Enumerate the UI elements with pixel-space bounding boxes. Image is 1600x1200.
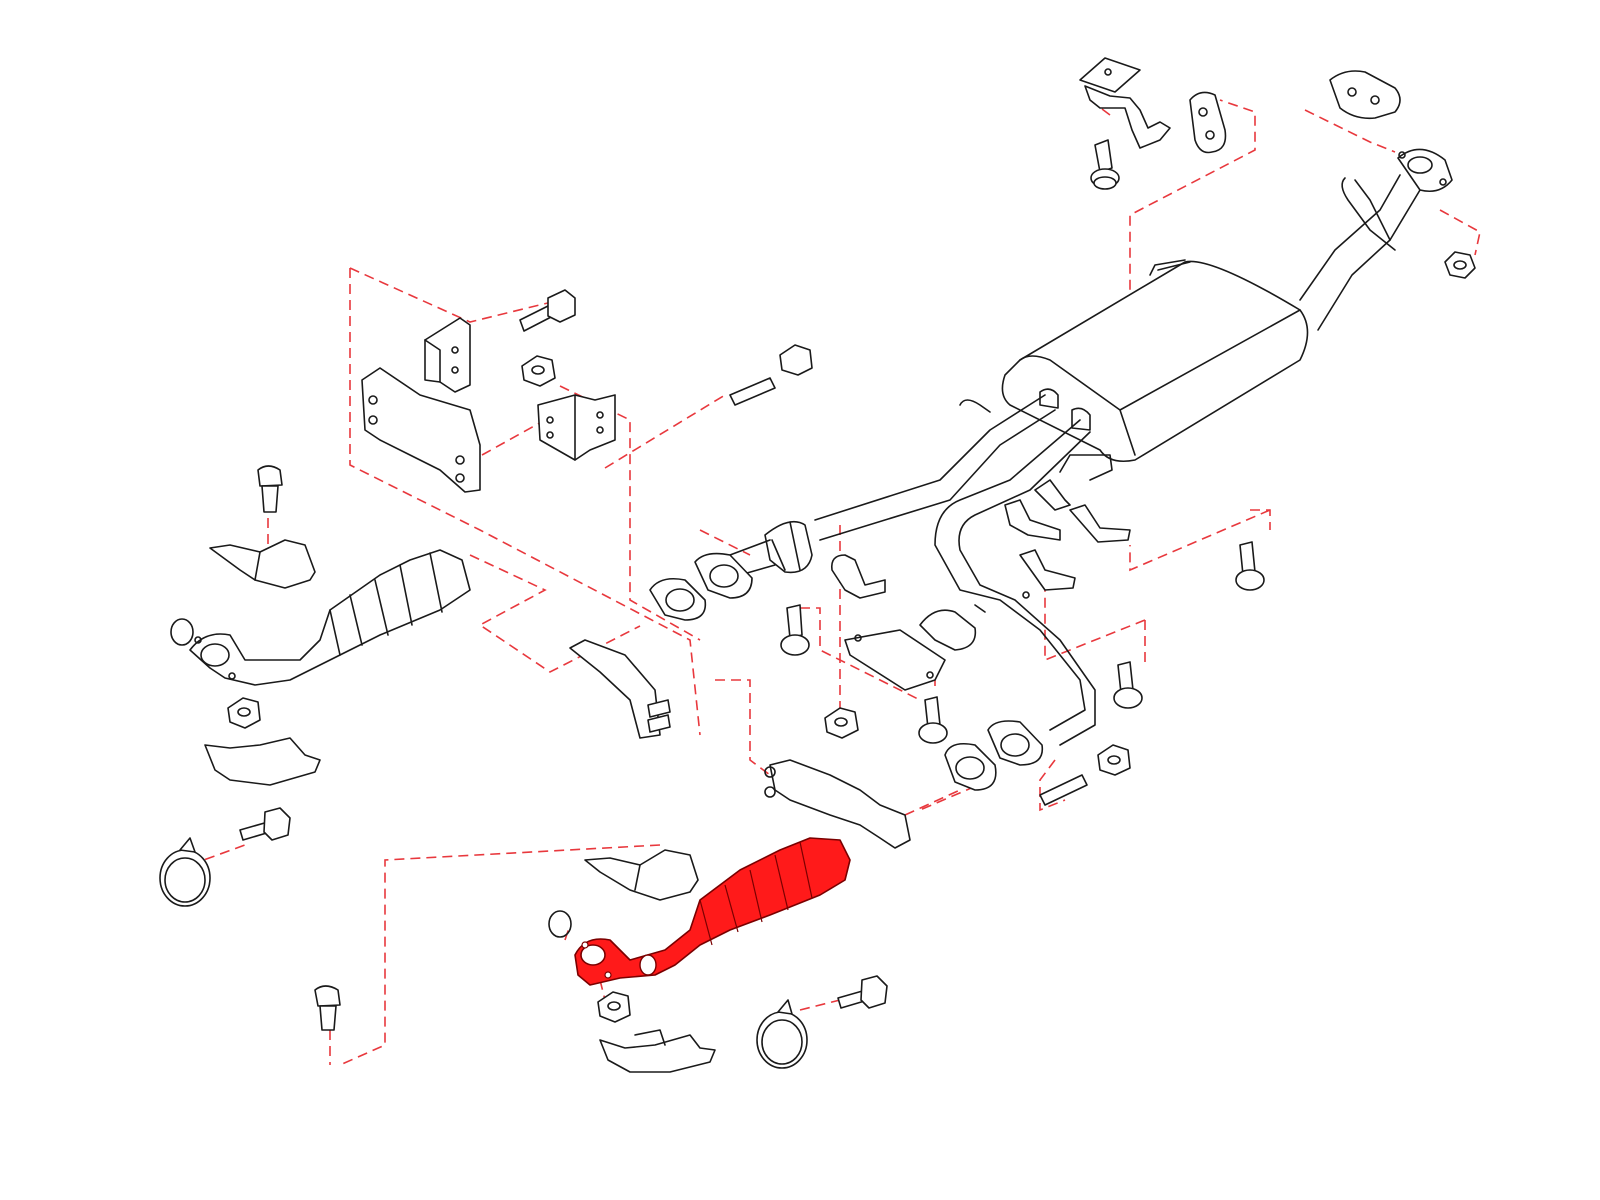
heat-shield-upper-left[interactable]	[209, 539, 316, 589]
rubber-hanger-insulator-2[interactable]	[1329, 70, 1401, 120]
gasket-left-upper[interactable]	[170, 618, 194, 646]
center-flange-gasket-1[interactable]	[649, 577, 707, 621]
catalytic-converter-front-lower[interactable]	[574, 837, 851, 986]
center-flange-gasket-2[interactable]	[694, 552, 753, 599]
heat-shield-lower-left[interactable]	[204, 737, 321, 786]
hanger-bolt-top[interactable]	[1090, 139, 1120, 190]
bolt-lower-clamp[interactable]	[837, 975, 888, 1009]
pipe-support-bracket-center[interactable]	[844, 609, 977, 691]
bolt-left-top[interactable]	[257, 465, 283, 513]
bolt-lower-left[interactable]	[314, 985, 341, 1031]
bolt-upper-left[interactable]	[519, 289, 576, 332]
nut-lower[interactable]	[597, 991, 631, 1023]
nut-left[interactable]	[227, 697, 261, 729]
nut-top-right[interactable]	[1444, 251, 1476, 279]
heat-shield-upper-lower[interactable]	[584, 849, 699, 901]
bolt-right-2[interactable]	[1113, 661, 1143, 709]
bracket-upper-left-large[interactable]	[361, 367, 481, 493]
bolt-right-1[interactable]	[1235, 541, 1265, 591]
clamp-band-left[interactable]	[159, 837, 211, 907]
stud-center-top[interactable]	[729, 344, 813, 406]
bracket-upper-left-small[interactable]	[424, 317, 471, 393]
bolt-left-clamp[interactable]	[239, 807, 291, 841]
nut-upper-center[interactable]	[521, 355, 556, 387]
rear-flange-gasket-1[interactable]	[944, 742, 997, 791]
bolt-center-2[interactable]	[918, 696, 948, 744]
gasket-left-lower[interactable]	[548, 910, 572, 938]
pipe-clamps-right[interactable]	[1004, 479, 1131, 591]
bracket-upper-center[interactable]	[537, 394, 616, 461]
rear-muffler-assembly[interactable]	[1001, 148, 1453, 481]
rubber-hanger-insulator-1[interactable]	[1189, 91, 1227, 154]
rear-flange-gasket-2[interactable]	[987, 720, 1044, 766]
pipe-clamp-center-1[interactable]	[830, 554, 886, 599]
bracket-center-left[interactable]	[569, 639, 671, 739]
heat-shield-lower-lower[interactable]	[599, 1029, 716, 1073]
nut-right[interactable]	[1097, 744, 1131, 776]
bolt-center-1[interactable]	[780, 604, 810, 656]
nut-center-1[interactable]	[824, 707, 859, 739]
bracket-center-lower[interactable]	[764, 759, 911, 849]
clamp-band-lower[interactable]	[756, 999, 808, 1069]
stud-right[interactable]	[1039, 774, 1088, 806]
hanger-bracket-top[interactable]	[1079, 57, 1171, 149]
center-exhaust-pipe[interactable]	[729, 394, 1096, 746]
catalytic-converter-front-upper[interactable]	[189, 549, 471, 686]
